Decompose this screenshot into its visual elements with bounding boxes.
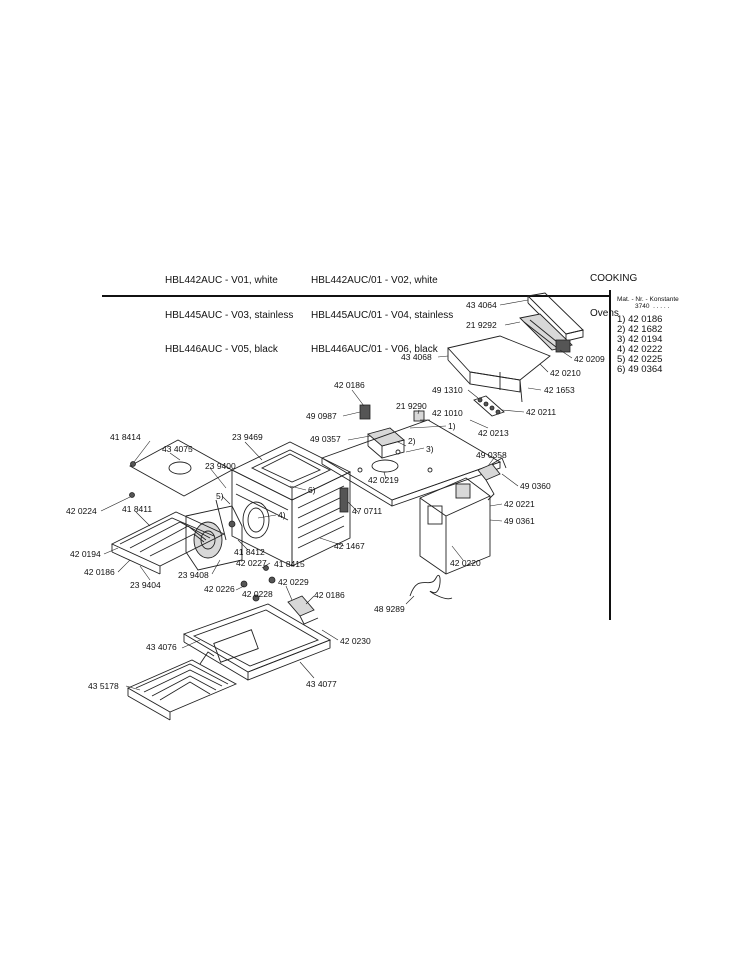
part-label: 49 0361 xyxy=(504,516,535,526)
part-label: 41 8411 xyxy=(122,504,152,514)
material-item: 4) 42 0222 xyxy=(617,344,663,355)
convection-fan-assembly xyxy=(185,499,269,571)
material-item: 5) 42 0225 xyxy=(617,354,663,365)
part-label: 5) xyxy=(216,491,224,501)
part-label: 42 0227 xyxy=(236,558,267,568)
top-plate xyxy=(320,419,502,507)
part-label: 42 0210 xyxy=(550,368,581,378)
model-list-left: HBL442AUC - V01, white HBL445AUC - V03, … xyxy=(165,252,293,367)
part-label: 42 0221 xyxy=(504,499,535,509)
part-label: 23 9404 xyxy=(130,580,161,590)
part-label: 43 4075 xyxy=(162,444,193,454)
fastener xyxy=(268,576,276,584)
part-label: 49 0987 xyxy=(306,411,337,421)
part-label: 41 8414 xyxy=(110,432,141,442)
material-item: 3) 42 0194 xyxy=(617,334,663,345)
model-line: HBL446AUC/01 - V06, black xyxy=(311,344,438,355)
leader-lines xyxy=(100,299,573,691)
part-label: 42 0230 xyxy=(340,636,371,646)
material-numbers-panel: Mat. - Nr. - Konstante 3740 . . . . . 1)… xyxy=(617,296,679,375)
part-label: 42 0219 xyxy=(368,475,399,485)
part-label: 41 8415 xyxy=(274,559,305,569)
bottom-tray xyxy=(182,603,332,681)
part-label: 42 1010 xyxy=(432,408,463,418)
part-label: 49 0357 xyxy=(310,434,341,444)
category-block: COOKING Ovens xyxy=(590,250,637,331)
part-label: 43 4068 xyxy=(401,352,432,362)
part-label: 42 0224 xyxy=(66,506,97,516)
bake-element xyxy=(110,511,226,575)
part-label: 1) xyxy=(448,421,456,431)
fastener xyxy=(240,580,248,588)
material-numbers-list: 1) 42 0186 2) 42 1682 3) 42 0194 4) 42 0… xyxy=(617,315,679,375)
material-item: 6) 49 0364 xyxy=(617,364,663,375)
part-label: 3) xyxy=(426,444,434,454)
relay xyxy=(413,410,425,422)
model-line: HBL442AUC/01 - V02, white xyxy=(311,275,438,286)
part-label: 42 0186 xyxy=(334,380,365,390)
part-label: 23 9408 xyxy=(178,570,209,580)
part-label: 49 0358 xyxy=(476,450,507,460)
part-label: 42 1467 xyxy=(334,541,365,551)
part-label: 23 9469 xyxy=(232,432,263,442)
part-label: 42 1653 xyxy=(544,385,575,395)
material-numbers-subtitle: 3740 . . . . . xyxy=(635,303,670,310)
header-rule xyxy=(102,295,610,297)
part-label: 21 9292 xyxy=(466,320,497,330)
side-control-panel xyxy=(419,477,491,575)
door-lock xyxy=(477,457,507,501)
material-item: 2) 42 1682 xyxy=(617,324,663,335)
insulation-mat xyxy=(129,439,233,498)
part-label: 23 9400 xyxy=(205,461,236,471)
terminal-rail xyxy=(473,395,505,417)
category-subtitle: Ovens xyxy=(590,307,619,319)
oven-cavity xyxy=(230,441,352,567)
part-label: 43 5178 xyxy=(88,681,119,691)
model-line: HBL442AUC - V01, white xyxy=(165,275,278,286)
part-label: 49 1310 xyxy=(432,385,463,395)
part-label: 42 0186 xyxy=(84,567,115,577)
part-label: 43 4076 xyxy=(146,642,177,652)
part-labels: 43 4064 21 9292 43 4068 42 0209 42 0210 … xyxy=(66,300,605,691)
part-label: 4) xyxy=(278,510,286,520)
category-title: COOKING xyxy=(590,273,638,284)
material-numbers-title: Mat. - Nr. - Konstante xyxy=(617,296,679,303)
part-label: 21 9290 xyxy=(396,401,427,411)
part-label: 41 8412 xyxy=(234,547,265,557)
fan-cover xyxy=(447,335,551,403)
broil-element xyxy=(126,651,238,721)
wiring-harness xyxy=(409,574,453,600)
model-line: HBL445AUC/01 - V04, stainless xyxy=(311,309,454,321)
thermal-fuse xyxy=(359,404,371,420)
part-label: 42 0211 xyxy=(526,407,556,417)
part-label: 42 0209 xyxy=(574,354,605,364)
material-item: 1) 42 0186 xyxy=(617,314,663,325)
part-label: 42 0220 xyxy=(450,558,481,568)
part-label: 2) xyxy=(408,436,416,446)
part-label: 47 0711 xyxy=(352,506,382,516)
part-label: 48 9289 xyxy=(374,604,405,614)
part-label: 6) xyxy=(308,485,316,495)
control-housing xyxy=(367,427,405,459)
part-label: 42 0213 xyxy=(478,428,509,438)
sidebar-divider xyxy=(609,290,611,620)
model-line: HBL446AUC - V05, black xyxy=(165,344,278,355)
part-label: 42 0226 xyxy=(204,584,235,594)
part-label: 42 0186 xyxy=(314,590,345,600)
part-label: 43 4077 xyxy=(306,679,337,689)
fastener xyxy=(252,594,260,602)
part-label: 42 0229 xyxy=(278,577,309,587)
part-label: 43 4064 xyxy=(466,300,497,310)
hinge-bracket xyxy=(287,595,319,625)
cooling-fan xyxy=(519,313,573,353)
part-label: 42 0194 xyxy=(70,549,101,559)
model-list-right: HBL442AUC/01 - V02, white HBL445AUC/01 -… xyxy=(311,252,453,367)
model-line: HBL445AUC - V03, stainless xyxy=(165,309,294,321)
part-label: 42 0228 xyxy=(242,589,273,599)
part-label: 49 0360 xyxy=(520,481,551,491)
